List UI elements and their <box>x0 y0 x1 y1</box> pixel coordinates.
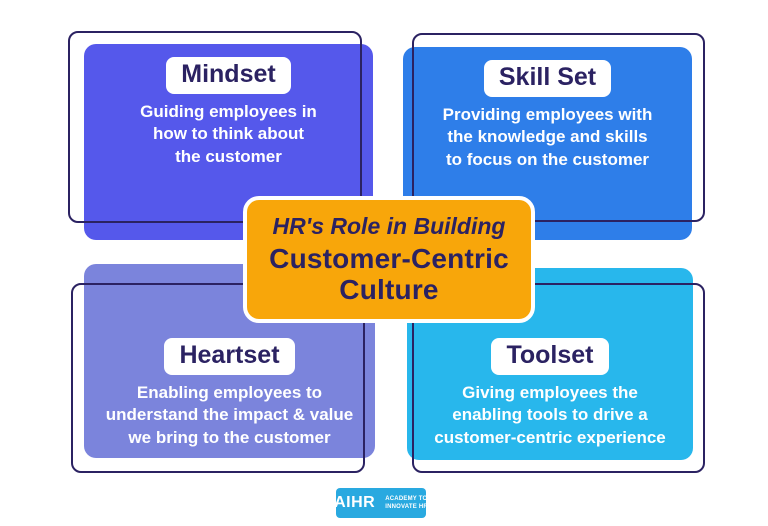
description-line: to focus on the customer <box>445 149 650 169</box>
description-line: we bring to the customer <box>128 427 331 447</box>
description-line: Giving employees the <box>462 382 638 402</box>
description-line: the knowledge and skills <box>447 127 648 147</box>
aihr-logo-tagline: ACADEMY TO INNOVATE HR <box>385 495 428 511</box>
tagline-line: ACADEMY TO <box>385 495 428 502</box>
quadrant-card-mindset: Mindset Guiding employees in how to thin… <box>84 44 373 240</box>
tagline-line: INNOVATE HR <box>385 504 428 510</box>
center-subtitle: HR's Role in Building <box>272 213 506 239</box>
description-line: enabling tools to drive a <box>452 405 648 425</box>
description-line: understand the impact & value <box>105 405 354 425</box>
quadrant-title-pill-toolset: Toolset <box>491 338 609 375</box>
aihr-logo: AIHR ACADEMY TO INNOVATE HR <box>334 488 428 518</box>
description-line: Guiding employees in <box>140 101 317 121</box>
center-title-line: Customer-Centric <box>269 242 509 274</box>
quadrant-description-heartset: Enabling employees to understand the imp… <box>84 382 375 449</box>
quadrant-title-pill-skillset: Skill Set <box>483 60 612 97</box>
description-line: how to think about <box>152 124 305 144</box>
quadrant-description-toolset: Giving employees the enabling tools to d… <box>407 382 693 449</box>
quadrant-description-skillset: Providing employees with the knowledge a… <box>403 104 692 171</box>
quadrant-description-mindset: Guiding employees in how to think about … <box>84 101 373 168</box>
center-title-box: HR's Role in Building Customer-Centric C… <box>243 196 535 323</box>
description-line: Providing employees with <box>442 104 653 124</box>
center-title-line: Culture <box>339 273 439 305</box>
center-title: Customer-Centric Culture <box>247 243 531 306</box>
aihr-logo-wordmark: AIHR <box>334 494 376 511</box>
quadrant-title-pill-mindset: Mindset <box>166 57 291 94</box>
description-line: Enabling employees to <box>136 382 323 402</box>
description-line: customer-centric experience <box>434 427 666 447</box>
description-line: the customer <box>175 146 282 166</box>
quadrant-title-pill-heartset: Heartset <box>164 338 295 375</box>
